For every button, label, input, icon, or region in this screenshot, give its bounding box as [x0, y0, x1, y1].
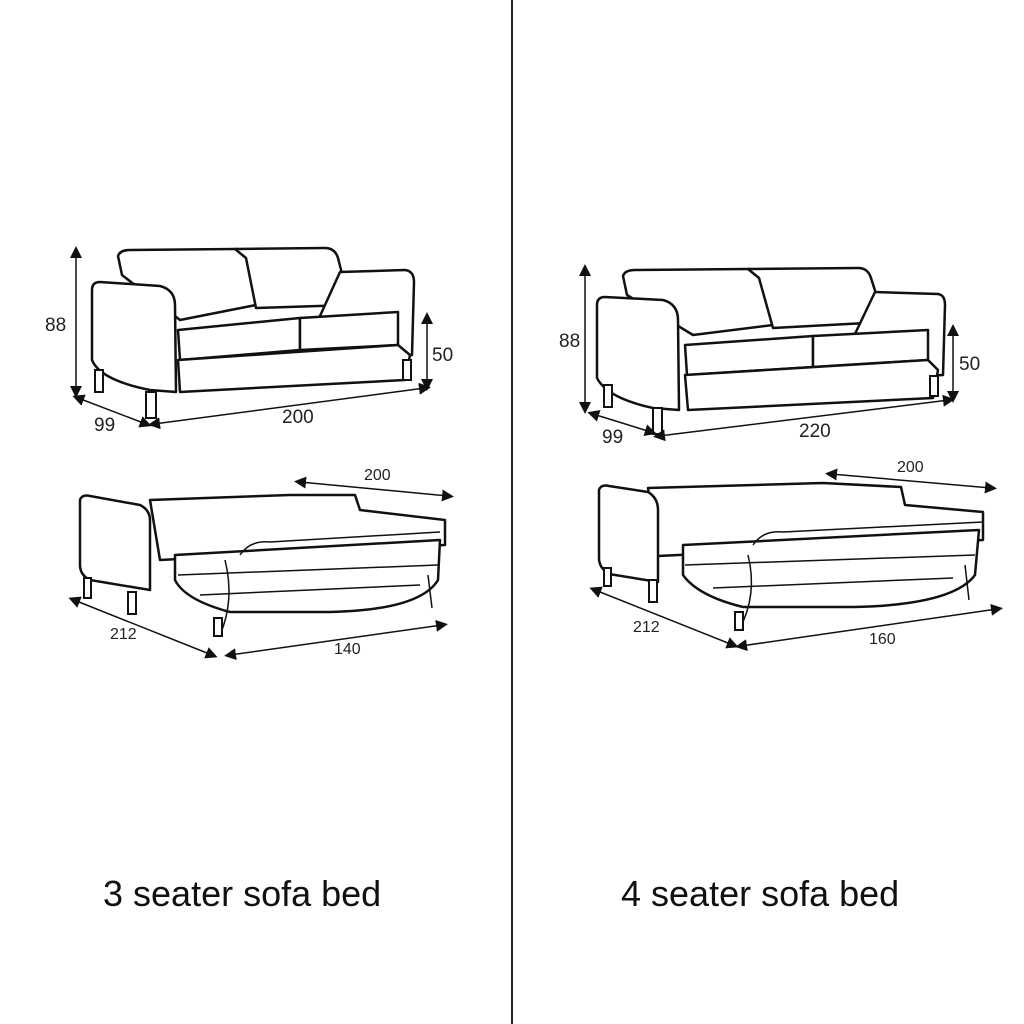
- open-depth-label: 212: [110, 626, 137, 643]
- height-label: 88: [45, 315, 67, 336]
- depth-label: 99: [94, 415, 116, 436]
- panel-divider: [511, 0, 513, 1024]
- panel-4-seater: 88 50 99 220 200 212 160 4 seater sofa b…: [513, 0, 1024, 1024]
- mattress-length-label: 200: [897, 459, 924, 476]
- mattress-width-label: 140: [334, 641, 361, 658]
- sofa-closed-illustration: [579, 264, 1003, 652]
- depth-label: 99: [602, 427, 624, 448]
- caption-3-seater: 3 seater sofa bed: [103, 873, 382, 914]
- mattress-length-label: 200: [364, 467, 391, 484]
- mattress-width-label: 160: [869, 631, 896, 648]
- sofa-closed-illustration: [68, 246, 454, 661]
- height-label: 88: [559, 331, 581, 352]
- caption-4-seater: 4 seater sofa bed: [621, 873, 900, 914]
- open-depth-label: 212: [633, 619, 660, 636]
- seat-height-label: 50: [959, 354, 981, 375]
- seat-height-label: 50: [432, 345, 454, 366]
- panel-3-seater: 88 50 99 200 200 212 140 3 seater sofa b…: [0, 0, 511, 1024]
- width-label: 220: [799, 421, 831, 442]
- width-label: 200: [282, 407, 314, 428]
